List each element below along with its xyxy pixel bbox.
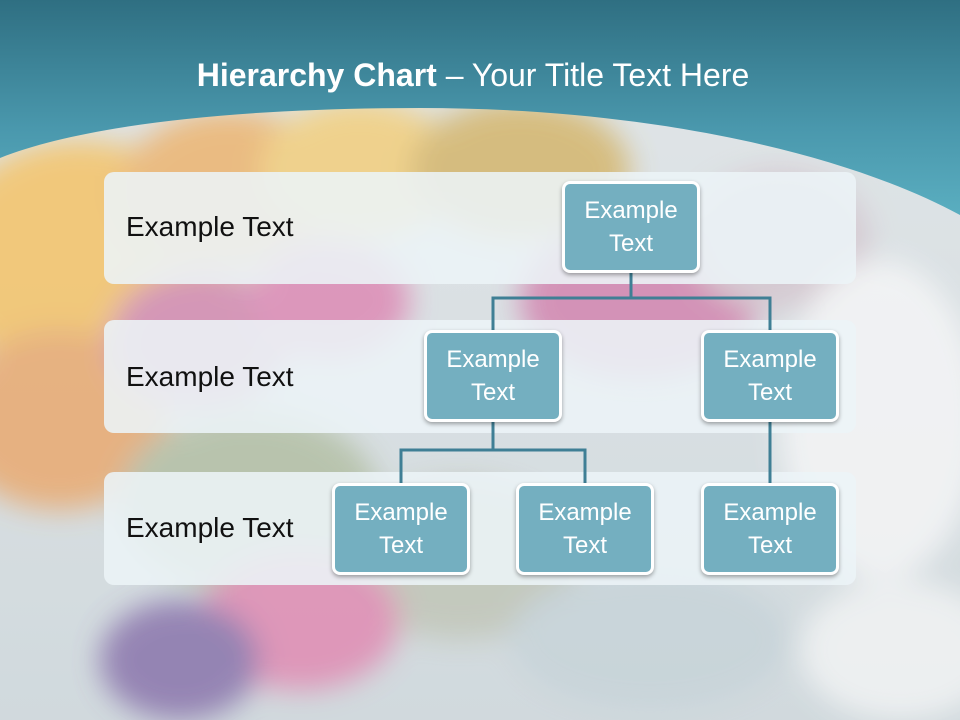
node-level3-right[interactable]: Example Text: [701, 483, 839, 575]
node-root[interactable]: Example Text: [562, 181, 700, 273]
node-level3-middle-label: Example Text: [538, 499, 632, 559]
level-label-3[interactable]: Example Text: [126, 512, 294, 543]
node-level3-left[interactable]: Example Text: [332, 483, 470, 575]
title-regular: Your Title Text Here: [471, 57, 750, 93]
connector-root-to-level2: [491, 271, 772, 332]
title-bold: Hierarchy Chart: [196, 57, 437, 93]
node-level2-right[interactable]: Example Text: [701, 330, 839, 422]
slide-title: Hierarchy Chart – Your Title Text Here: [0, 52, 946, 98]
level-band-1: [104, 172, 856, 284]
level-label-1[interactable]: Example Text: [126, 211, 294, 242]
node-root-label: Example Text: [584, 197, 678, 257]
node-level2-left[interactable]: Example Text: [424, 330, 562, 422]
level-label-2[interactable]: Example Text: [126, 361, 294, 392]
node-level3-left-label: Example Text: [354, 499, 448, 559]
title-dash: –: [436, 57, 472, 93]
node-level2-left-label: Example Text: [446, 346, 540, 406]
node-level3-right-label: Example Text: [723, 499, 817, 559]
node-level3-middle[interactable]: Example Text: [516, 483, 654, 575]
node-level2-right-label: Example Text: [723, 346, 817, 406]
connector-level2-left-to-level3: [399, 420, 587, 485]
